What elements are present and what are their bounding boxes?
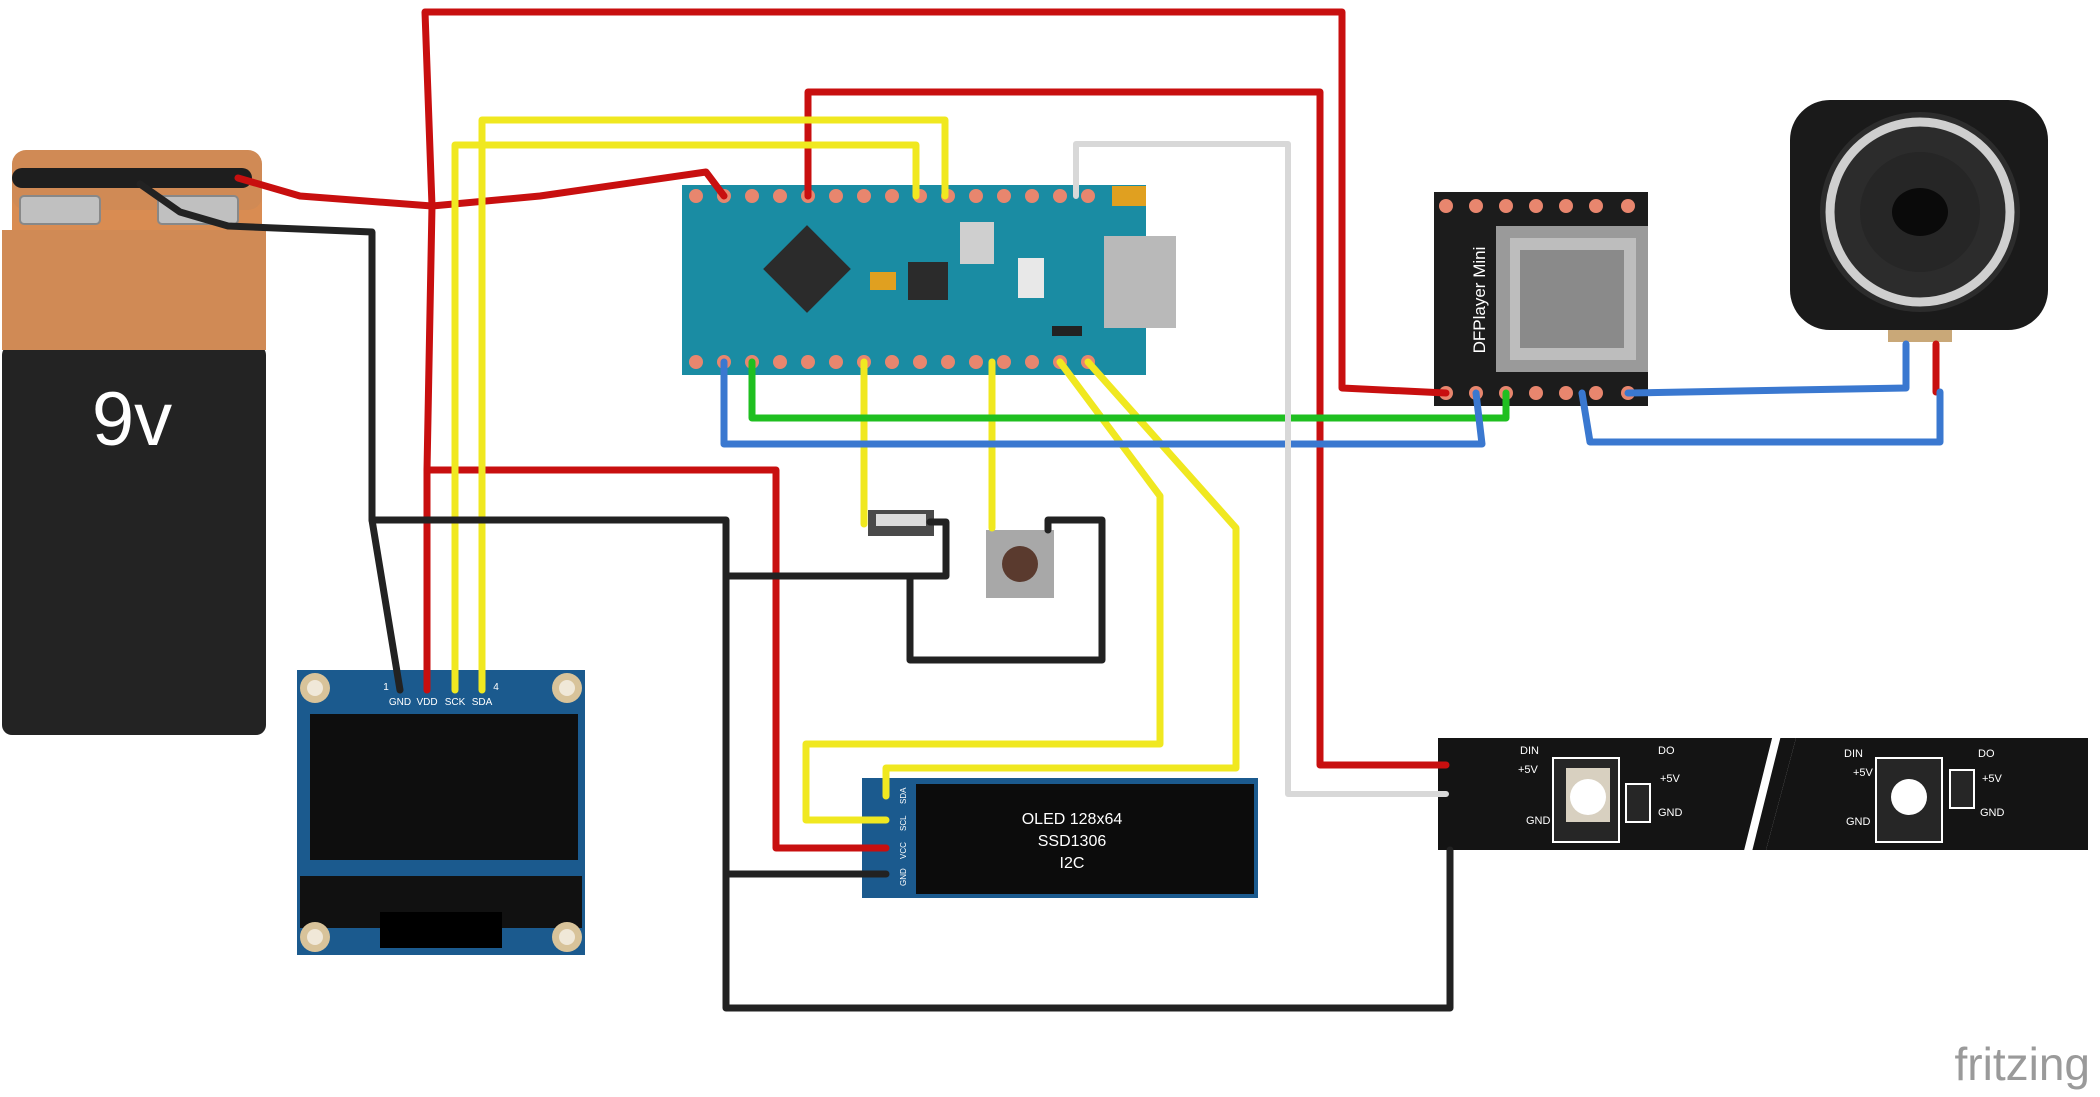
oled-small-line2: SSD1306: [1038, 833, 1107, 850]
led-strip-gnd-in-2: GND: [1846, 816, 1871, 828]
led-strip-5v-out-2: +5V: [1982, 773, 2003, 785]
wire-black-button-loop: [906, 516, 1106, 664]
oled-large-pin-sck: SCK: [445, 697, 466, 708]
wire-red-vcc: [423, 466, 890, 852]
led-strip-do-2: DO: [1978, 748, 1995, 760]
led-strip-5v-in-1: +5V: [1518, 764, 1539, 776]
wire-blue-rx: [720, 358, 1486, 448]
oled-display-large: 1 GND VDD SCK SDA 4: [297, 670, 585, 955]
wire-black-battery: [136, 180, 404, 694]
fritzing-watermark: fritzing: [1955, 1038, 2090, 1090]
battery-label: 9v: [92, 377, 172, 462]
dfplayer-label: DFPlayer Mini: [1470, 247, 1489, 354]
wire-red-battery: [234, 168, 728, 210]
wire-yellow-scl: [802, 358, 1164, 824]
led-strip-gnd-in-1: GND: [1526, 815, 1551, 827]
oled-large-pin-vdd: VDD: [416, 697, 437, 708]
oled-large-pin-1: 1: [383, 682, 389, 693]
wire-black-gnd: [368, 516, 1454, 1012]
dfplayer-mini: DFPlayer Mini: [1434, 192, 1648, 406]
led-strip: DIN DO +5V +5V GND GND DIN DO +5V +5V GN…: [1438, 730, 2088, 860]
led-strip-gnd-out-1: GND: [1658, 807, 1683, 819]
wires: [136, 8, 1944, 1012]
wire-yellow-sda: [478, 116, 949, 694]
oled-small-line3: I2C: [1060, 855, 1085, 872]
oled-small-pin-scl: SCL: [899, 815, 908, 831]
led-strip-gnd-out-2: GND: [1980, 807, 2005, 819]
wire-gray-data: [1073, 141, 1449, 797]
oled-display-small: OLED 128x64 SSD1306 I2C SDA SCL VCC GND: [862, 778, 1258, 898]
led-strip-5v-in-2: +5V: [1853, 767, 1874, 779]
slide-switch: [868, 510, 934, 536]
oled-small-pin-gnd: GND: [899, 868, 908, 886]
arduino-nano: [682, 185, 1176, 375]
push-button: [986, 530, 1054, 598]
wire-blue-spk2: [1578, 388, 1944, 446]
oled-small-pin-sda: SDA: [899, 787, 908, 804]
wire-green-tx: [748, 358, 1510, 422]
wire-yellow-sck: [451, 141, 920, 694]
wire-red-nano-df: [804, 88, 1450, 769]
wire-black-switch: [722, 518, 950, 580]
wire-yellow-sda2: [882, 358, 1240, 800]
led-strip-5v-out-1: +5V: [1660, 773, 1681, 785]
speaker: [1790, 100, 2048, 342]
oled-large-pin-4: 4: [493, 682, 499, 693]
wire-blue-spk1: [1624, 340, 1910, 397]
led-strip-do-1: DO: [1658, 745, 1675, 757]
oled-large-pin-sda: SDA: [472, 697, 493, 708]
led-strip-din-1: DIN: [1520, 745, 1539, 757]
led-strip-din-2: DIN: [1844, 748, 1863, 760]
oled-small-pin-vcc: VCC: [899, 842, 908, 859]
oled-small-line1: OLED 128x64: [1022, 811, 1123, 828]
battery-9v: 9v: [2, 150, 266, 735]
oled-large-pin-gnd: GND: [389, 697, 411, 708]
